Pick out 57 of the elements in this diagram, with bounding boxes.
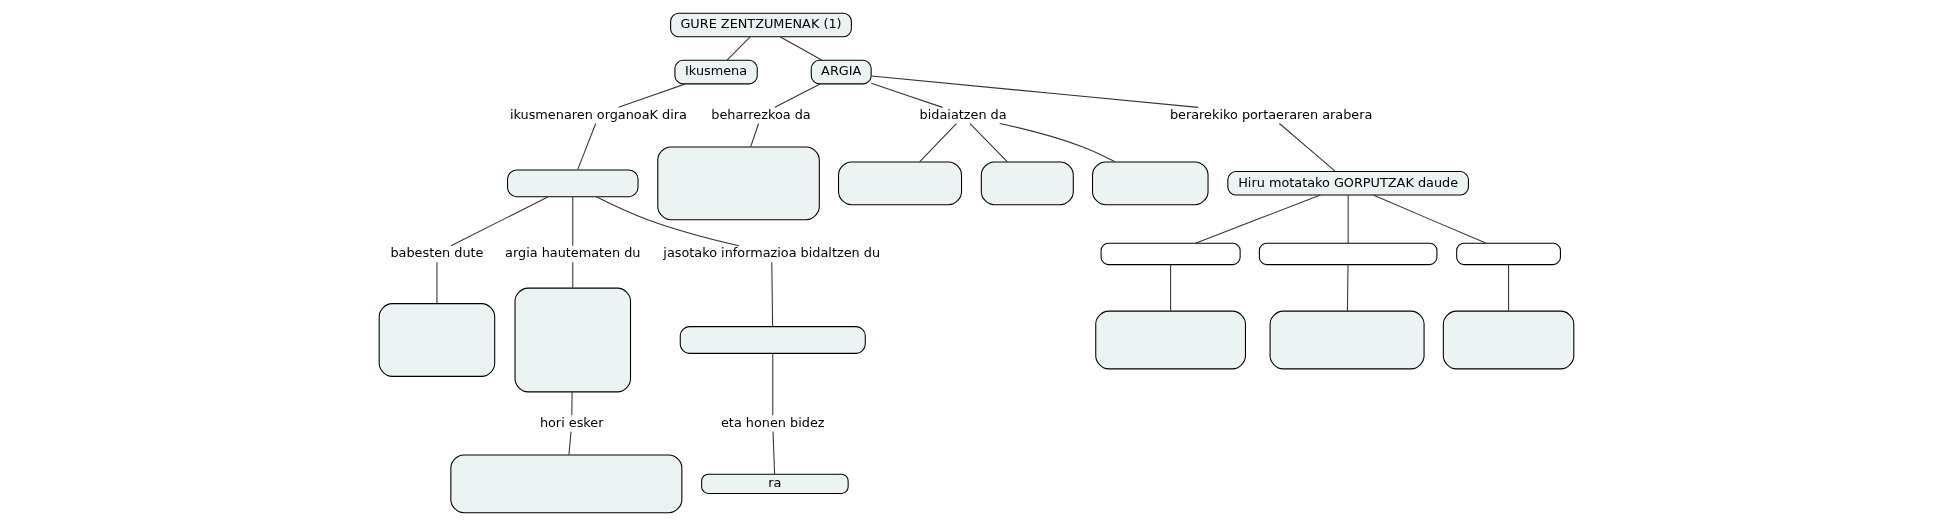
node-box — [1269, 310, 1425, 369]
connector — [571, 195, 573, 246]
connector — [968, 122, 1008, 162]
connector — [779, 35, 822, 61]
connector — [773, 82, 821, 108]
node-box — [514, 287, 631, 392]
connector — [1507, 263, 1509, 311]
node-text: argia hautematen du — [504, 244, 640, 260]
node-box: Ikusmena — [673, 59, 758, 84]
node-box — [449, 453, 682, 513]
node-box — [837, 160, 962, 205]
node-box — [1094, 310, 1246, 369]
node-text: babesten dute — [389, 244, 483, 260]
connector — [1194, 194, 1321, 244]
node-text: berarekiko portaeraren arabera — [1169, 106, 1372, 122]
connector — [570, 391, 573, 416]
node-text: ikusmenaren organoaK dira — [509, 106, 687, 122]
connector — [918, 122, 957, 162]
connector — [1372, 194, 1486, 244]
connector — [770, 261, 773, 327]
node-box — [506, 168, 639, 197]
node-text: jasotako informazioa bidaltzen du — [662, 244, 880, 260]
connector — [772, 430, 775, 475]
connector — [435, 261, 437, 304]
connector — [998, 122, 1116, 162]
node-box: ra — [700, 473, 849, 494]
connector — [870, 82, 943, 108]
node-box — [1442, 310, 1574, 369]
node-box — [679, 325, 866, 354]
connector — [1347, 194, 1349, 243]
connector — [1346, 263, 1349, 311]
connector — [576, 122, 596, 170]
node-box — [980, 160, 1074, 205]
connector — [1278, 122, 1336, 172]
node-box: ARGIA — [810, 59, 872, 84]
node-box: Hiru motatako GORPUTZAK daude — [1226, 170, 1469, 196]
node-box — [1258, 242, 1437, 265]
connector — [571, 261, 573, 288]
connector — [870, 75, 1199, 108]
connector — [617, 82, 686, 108]
connector — [749, 122, 759, 147]
node-text: eta honen bidez — [720, 414, 825, 430]
connector — [771, 352, 773, 416]
node-box — [1100, 242, 1241, 265]
node-text: bidaiatzen da — [919, 106, 1007, 122]
node-box — [656, 145, 820, 220]
connector — [725, 35, 751, 61]
connector — [595, 195, 740, 246]
connector — [1169, 263, 1171, 311]
connector — [449, 195, 549, 246]
node-box — [1455, 242, 1561, 265]
node-text: beharrezkoa da — [710, 106, 811, 122]
node-text: hori esker — [539, 414, 604, 430]
node-box — [378, 302, 495, 377]
node-box — [1091, 160, 1209, 205]
connector — [567, 430, 572, 455]
node-box: GURE ZENTZUMENAK (1) — [669, 12, 852, 37]
